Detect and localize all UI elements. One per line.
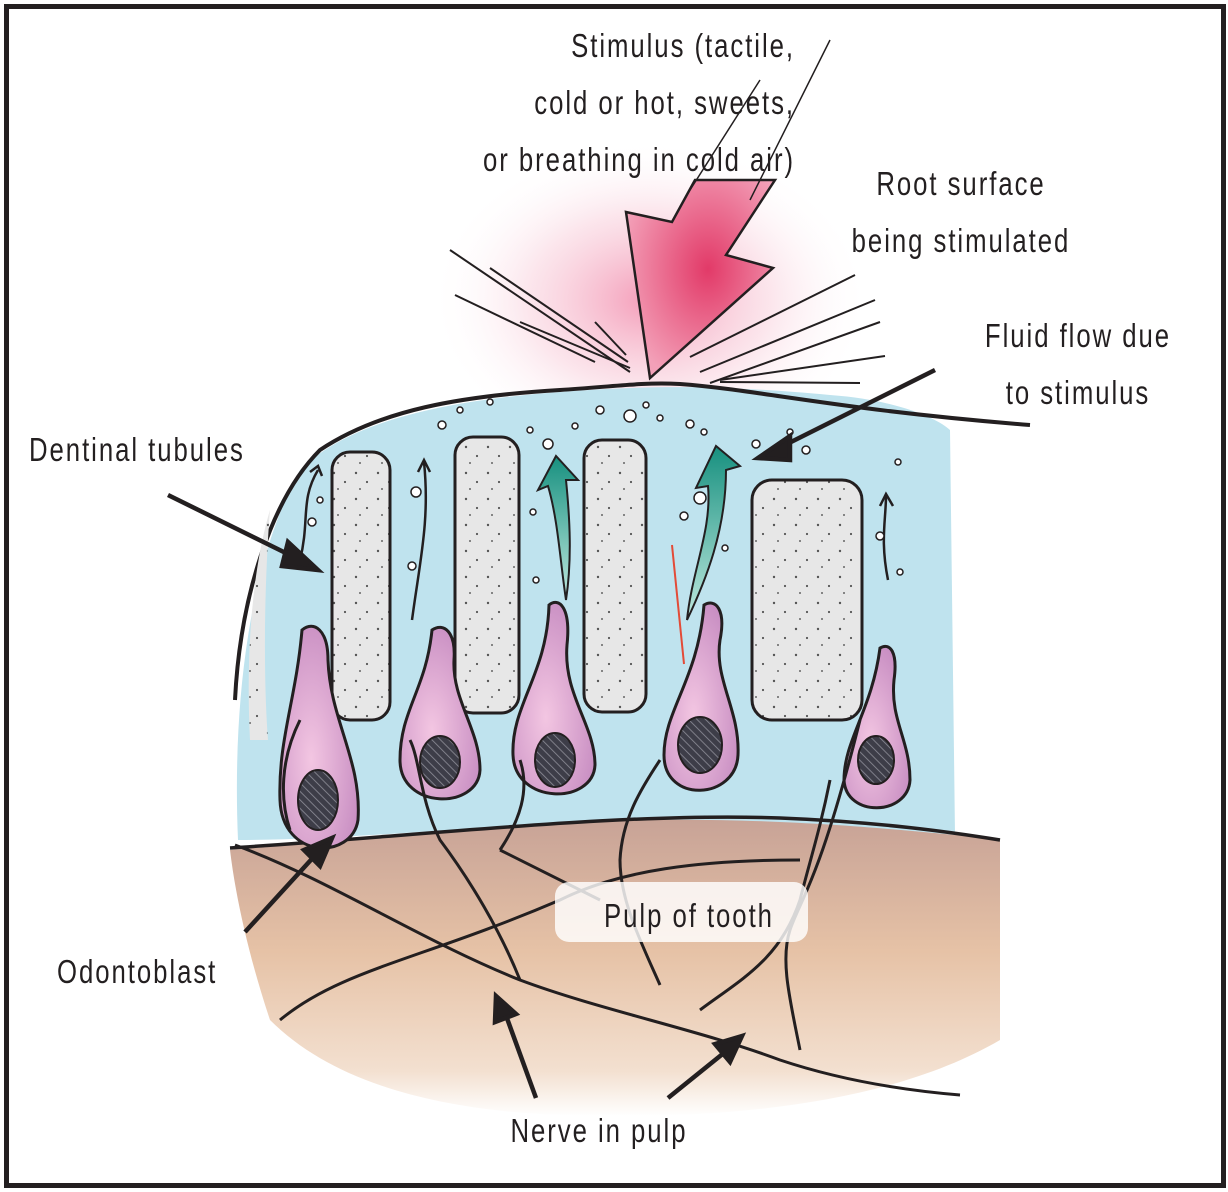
root-surface-label: Root surface being stimulated: [836, 155, 1086, 269]
stimulus-label-line-3: or breathing in cold air): [482, 141, 795, 178]
teal-flow-arrow-left: [535, 454, 581, 601]
stimulus-label: Stimulus (tactile, cold or hot, sweets, …: [483, 17, 795, 188]
teal-flow-arrow-right: [686, 444, 743, 621]
red-nerve-highlight: [671, 544, 685, 665]
fluid-flow-label-line-2: to stimulus: [1005, 374, 1151, 411]
nerve-arrow-head-right: [711, 1032, 747, 1067]
odontoblasts: [278, 600, 912, 850]
stimulus-arrow: [624, 178, 778, 381]
dentin-blocks: [248, 435, 864, 740]
root-surface-line: [233, 381, 1031, 701]
odontoblast-arrow-head: [300, 833, 337, 870]
nerve-label: Nerve in pulp: [510, 1112, 688, 1149]
fluid-bubbles: [307, 398, 904, 584]
pointer-arrows: [167, 367, 937, 1100]
impact-rays: [449, 249, 886, 384]
dentinal-tubules-arrow-head: [279, 537, 325, 573]
diagram-illustration: [167, 39, 1031, 1117]
odontoblast-label: Odontoblast: [57, 953, 218, 990]
fluid-flow-label-line-1: Fluid flow due: [984, 317, 1172, 354]
dentinal-tubules-label: Dentinal tubules: [29, 431, 245, 468]
pulp-boundary-line: [229, 815, 1001, 850]
pulp-label-background: [555, 882, 808, 942]
figure-frame: Stimulus (tactile, cold or hot, sweets, …: [4, 4, 1226, 1188]
fluid-flow-arrow-head: [751, 431, 793, 463]
root-surface-label-line-2: being stimulated: [851, 222, 1071, 259]
root-surface-label-line-1: Root surface: [876, 165, 1046, 202]
stimulus-label-line-1: Stimulus (tactile,: [571, 27, 795, 64]
pulp-label: Pulp of tooth: [604, 897, 774, 934]
nerve-arrow-head-left: [492, 991, 521, 1026]
fluid-flow-arrows: [298, 457, 895, 621]
stimulus-guide-lines: [689, 39, 831, 201]
pulp-region: [230, 817, 1000, 1117]
stimulus-label-line-2: cold or hot, sweets,: [534, 84, 795, 121]
fluid-flow-label: Fluid flow due to stimulus: [957, 307, 1199, 421]
